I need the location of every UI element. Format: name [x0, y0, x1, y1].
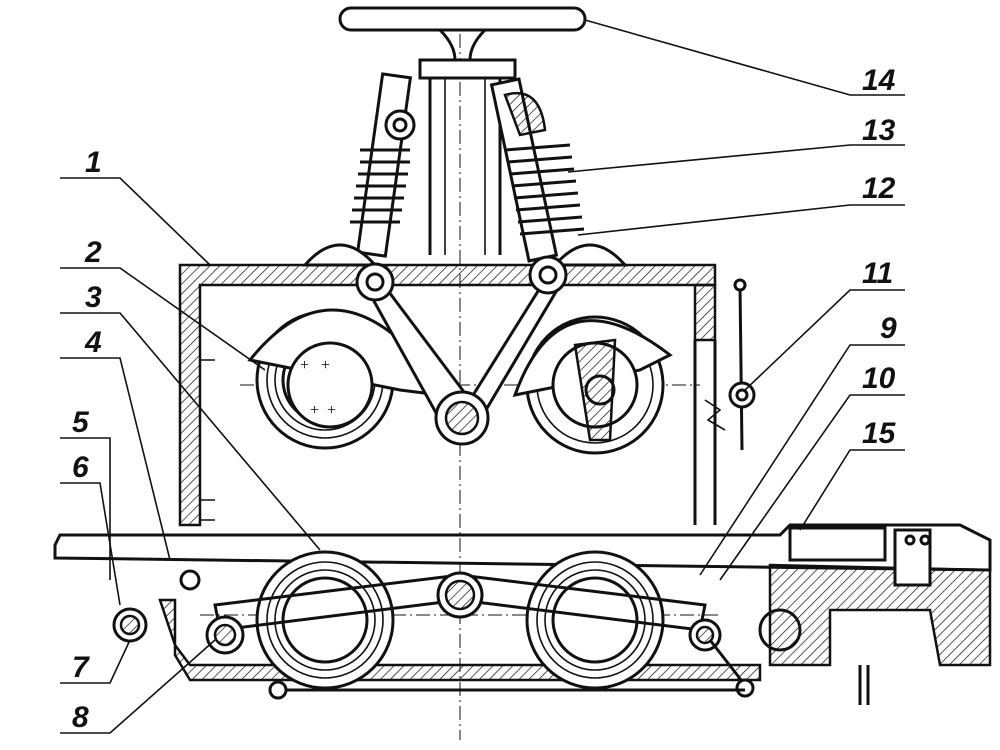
label-4: 4 [84, 326, 102, 359]
spring-right [489, 77, 585, 263]
svg-text:+ +: + + [300, 357, 330, 374]
label-8: 8 [72, 701, 89, 734]
part-labels: 14 13 12 11 9 10 15 1 2 3 4 5 6 7 8 [72, 64, 897, 734]
label-15: 15 [862, 417, 897, 450]
lower-roll-left [255, 550, 395, 690]
spring-left [350, 72, 416, 258]
lower-rocker [112, 569, 755, 700]
upper-roll-right [512, 315, 673, 455]
lower-roll-right [525, 550, 665, 690]
rocker-arm [355, 255, 568, 446]
label-14: 14 [862, 64, 896, 97]
label-10: 10 [862, 362, 896, 395]
upper-roll-left: + + + + [247, 308, 443, 450]
label-5: 5 [72, 406, 90, 439]
label-9: 9 [880, 312, 897, 345]
label-12: 12 [862, 172, 896, 205]
label-11: 11 [862, 257, 893, 290]
label-6: 6 [72, 451, 89, 484]
leader-lines [60, 19, 905, 734]
base-frame [53, 523, 992, 705]
label-1: 1 [85, 146, 102, 179]
label-13: 13 [862, 114, 896, 147]
label-3: 3 [85, 281, 102, 314]
label-2: 2 [84, 236, 102, 269]
label-7: 7 [72, 651, 90, 684]
svg-text:+ +: + + [310, 402, 336, 419]
lever [704, 278, 756, 451]
